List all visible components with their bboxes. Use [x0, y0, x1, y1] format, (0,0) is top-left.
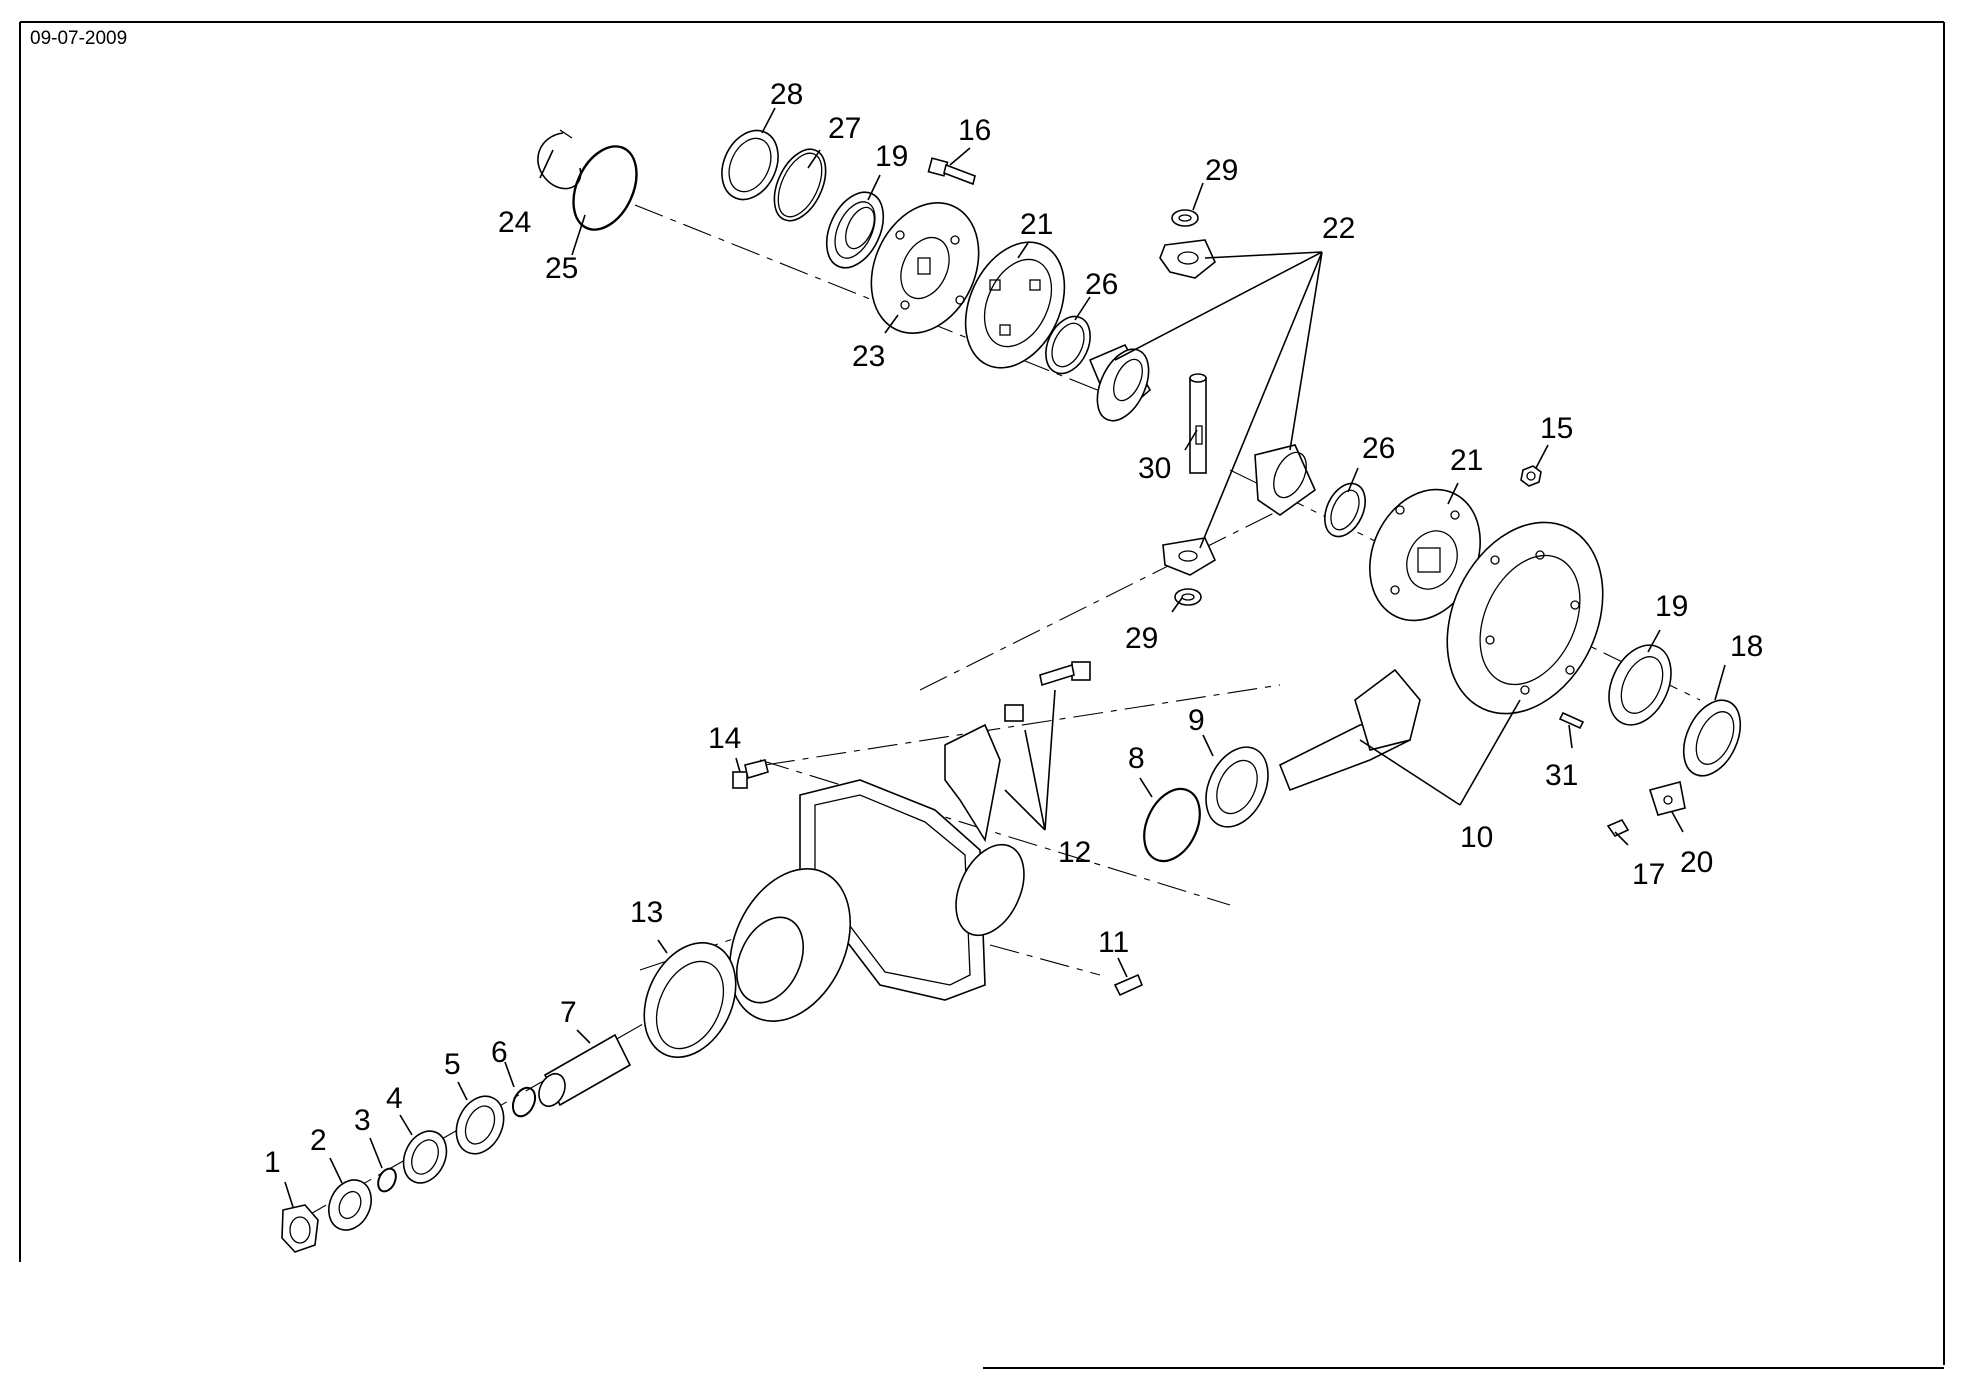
callout-21-lower: 21 [1450, 444, 1483, 477]
spacer-7 [538, 1033, 632, 1108]
o-ring-27 [773, 148, 827, 222]
bolt-12 [1039, 661, 1091, 687]
sleeve-12 [1004, 704, 1024, 722]
nut-15 [1520, 465, 1542, 487]
callout-12: 12 [1058, 836, 1091, 869]
ring-gear-10 [1446, 521, 1604, 715]
callout-24: 24 [498, 206, 531, 239]
bolt-16 [927, 157, 976, 186]
adjusting-nut-18 [1682, 699, 1742, 777]
seal-ring-8 [1143, 787, 1201, 863]
thrust-washer-29-lower [1174, 588, 1202, 606]
bearing-5 [455, 1095, 505, 1155]
thrust-washer-29-upper [1171, 209, 1199, 227]
thrust-washer-26-lower [1324, 482, 1366, 538]
seal-4 [402, 1130, 448, 1184]
callout-9: 9 [1188, 704, 1205, 737]
callout-4: 4 [386, 1082, 403, 1115]
callout-31: 31 [1545, 759, 1578, 792]
shaft-30 [1189, 373, 1207, 474]
callout-19-upper: 19 [875, 140, 908, 173]
callout-23: 23 [852, 340, 885, 373]
side-gear-22-lower [1254, 444, 1316, 516]
callout-30: 30 [1138, 452, 1171, 485]
thrust-washer-26-upper [1045, 315, 1091, 375]
callout-10: 10 [1460, 821, 1493, 854]
page-frame [19, 21, 1945, 1369]
callout-17: 17 [1632, 858, 1665, 891]
pinion-gear-22-bottom [1162, 537, 1217, 576]
callout-21-upper: 21 [1020, 208, 1053, 241]
ring-6 [511, 1086, 537, 1118]
bracket-12 [944, 723, 1001, 843]
callout-7: 7 [560, 996, 577, 1029]
pin-11 [1113, 973, 1144, 997]
pinion-shaft-10 [1278, 668, 1421, 792]
pinion-gear-22-top [1159, 239, 1216, 279]
pin-31 [1558, 711, 1585, 730]
seal-13 [643, 941, 737, 1059]
shim-28 [721, 129, 779, 201]
callout-8: 8 [1128, 742, 1145, 775]
differential-case-21-upper [964, 241, 1066, 369]
housing-cover-23 [870, 202, 980, 334]
callout-26-lower: 26 [1362, 432, 1395, 465]
callout-28: 28 [770, 78, 803, 111]
callout-6: 6 [491, 1036, 508, 1069]
callout-18: 18 [1730, 630, 1763, 663]
bearing-9 [1205, 746, 1269, 828]
callout-19-lower: 19 [1655, 590, 1688, 623]
bearing-19-upper [825, 191, 885, 269]
callout-14: 14 [708, 722, 741, 755]
callout-29-lower: 29 [1125, 622, 1158, 655]
callout-15: 15 [1540, 412, 1573, 445]
callout-22: 22 [1322, 212, 1355, 245]
axle-carrier-housing [728, 779, 1025, 1022]
snap-ring-24 [537, 129, 582, 190]
callout-20: 20 [1680, 846, 1713, 879]
callout-29-upper: 29 [1205, 154, 1238, 187]
callout-5: 5 [444, 1048, 461, 1081]
callout-25: 25 [545, 252, 578, 285]
washer-2 [328, 1179, 372, 1231]
lock-plate-20 [1648, 781, 1686, 816]
side-gear-22-upper [1088, 343, 1152, 422]
screw-17 [1606, 818, 1630, 838]
o-ring-3 [377, 1167, 397, 1193]
callout-27: 27 [828, 112, 861, 145]
callout-16: 16 [958, 114, 991, 147]
callout-numbers: 1 2 3 4 5 6 7 8 9 10 11 12 13 14 15 16 1… [264, 78, 1763, 1179]
diagram-date: 09-07-2009 [30, 28, 128, 49]
bearing-19-lower [1608, 644, 1672, 726]
callout-2: 2 [310, 1124, 327, 1157]
leader-lines [284, 107, 1726, 1208]
callout-1: 1 [264, 1146, 281, 1179]
callout-26-upper: 26 [1085, 268, 1118, 301]
callout-13: 13 [630, 896, 663, 929]
nut-1 [281, 1204, 319, 1253]
callout-11: 11 [1098, 926, 1129, 959]
o-ring-25 [572, 145, 638, 231]
callout-3: 3 [354, 1104, 371, 1137]
